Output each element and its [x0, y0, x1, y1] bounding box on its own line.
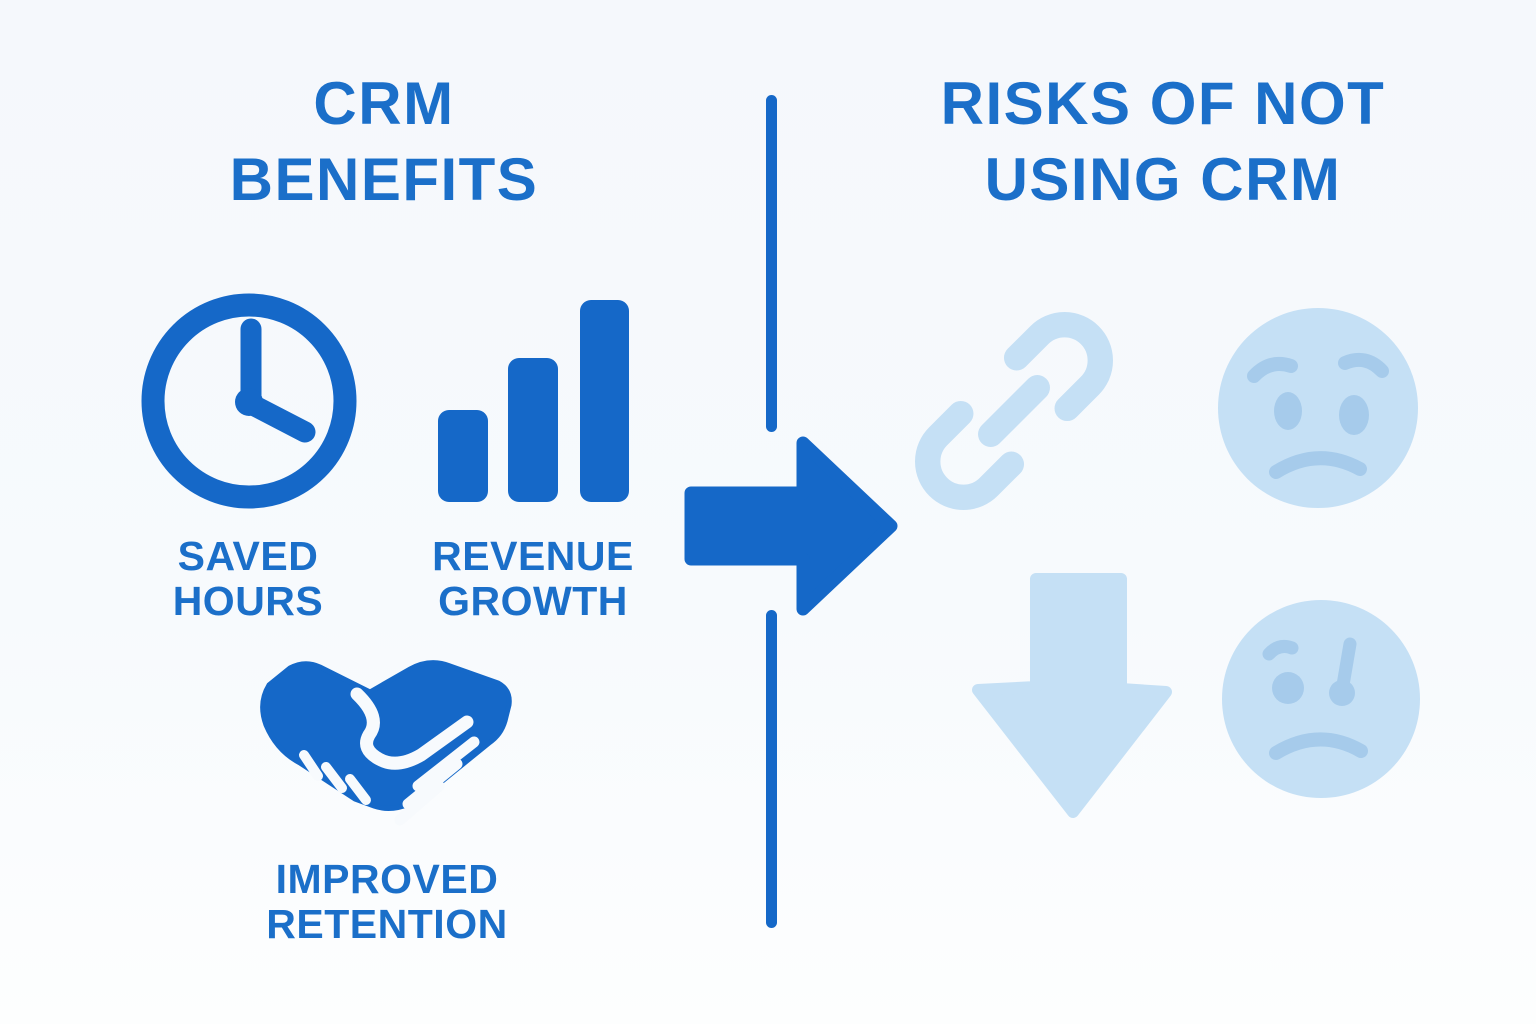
- vertical-divider-top: [766, 95, 777, 432]
- handshake-icon: [260, 660, 512, 836]
- improved-retention-line1: IMPROVED: [275, 856, 499, 902]
- left-title-line2: BENEFITS: [229, 146, 539, 213]
- right-title-line1: RISKS OF NOT: [940, 70, 1386, 137]
- right-panel-title: RISKS OF NOT USING CRM: [790, 66, 1536, 218]
- left-panel-title: CRM BENEFITS: [0, 66, 768, 218]
- right-arrow-icon: [680, 430, 902, 622]
- bar-chart-icon: [432, 298, 632, 504]
- saved-hours-line1: SAVED: [177, 533, 319, 579]
- right-title-line2: USING CRM: [984, 146, 1342, 213]
- improved-retention-line2: RETENTION: [266, 901, 508, 947]
- left-title-line1: CRM: [313, 70, 455, 137]
- clock-icon: [138, 289, 360, 517]
- revenue-growth-label: REVENUE GROWTH: [383, 534, 683, 624]
- revenue-growth-line2: GROWTH: [438, 578, 628, 624]
- saved-hours-label: SAVED HOURS: [98, 534, 398, 624]
- worried-face-icon: [1213, 303, 1423, 513]
- saved-hours-line2: HOURS: [172, 578, 324, 624]
- vertical-divider-bottom: [766, 610, 777, 928]
- improved-retention-label: IMPROVED RETENTION: [237, 857, 537, 947]
- sad-face-icon: [1218, 596, 1424, 802]
- down-arrow-icon: [970, 570, 1172, 822]
- broken-link-icon: [903, 300, 1125, 522]
- revenue-growth-line1: REVENUE: [432, 533, 634, 579]
